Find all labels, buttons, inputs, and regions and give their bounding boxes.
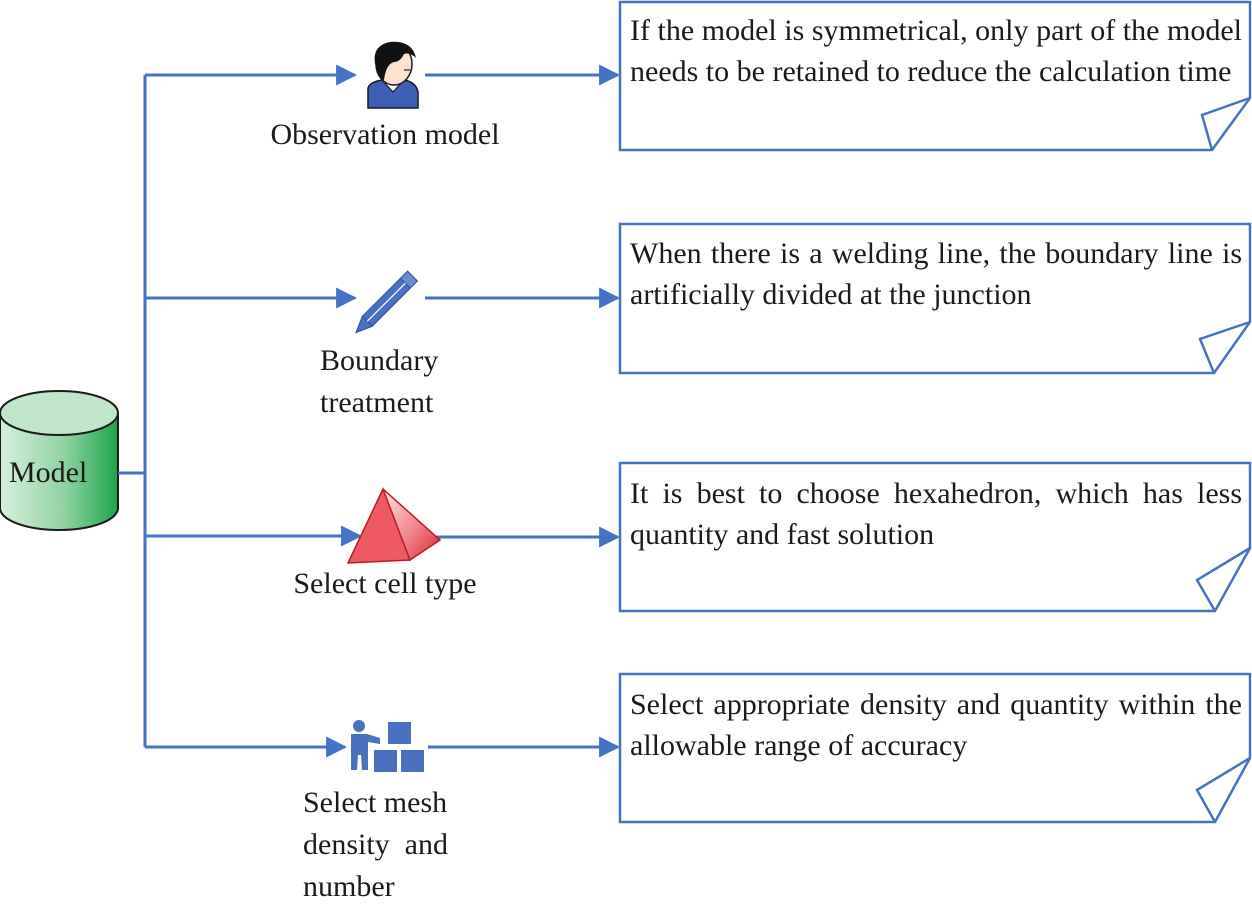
note-text-3: It is best to choose hexahedron, which h… <box>630 477 1242 551</box>
model-cylinder <box>0 390 119 531</box>
note-text-2: When there is a welding line, the bounda… <box>630 237 1242 311</box>
note-text-1: If the model is symmetrical, only part o… <box>630 14 1242 88</box>
note-box-3 <box>618 461 1252 613</box>
model-label: Model <box>9 456 88 489</box>
step-label-3-line-1: Select cell type <box>293 567 477 600</box>
connectors <box>118 64 621 758</box>
step-label-3: Select cell type <box>250 563 520 605</box>
step-label-4-line-2: density and <box>303 828 448 861</box>
step-label-4-line-1: Select mesh <box>303 786 448 819</box>
step-label-2-line-1: Boundary <box>320 344 439 377</box>
note-box-4 <box>618 672 1252 824</box>
step-label-2-line-2: treatment <box>320 386 434 419</box>
worker-blocks-icon <box>351 720 424 772</box>
note-boxes <box>618 0 1252 824</box>
step-label-1-line-1: Observation model <box>270 118 500 151</box>
note-text-4: Select appropriate density and quantity … <box>630 688 1242 762</box>
person-icon <box>367 41 419 109</box>
step-label-2: Boundary treatment <box>320 340 438 424</box>
note-box-2 <box>618 222 1252 375</box>
step-label-1: Observation model <box>240 114 530 156</box>
pencil-icon <box>355 270 419 334</box>
note-box-1 <box>618 0 1252 152</box>
pyramid-icon <box>346 487 442 564</box>
step-label-4-line-3: number <box>303 870 395 903</box>
step-label-4: Select mesh density and number <box>303 782 448 908</box>
